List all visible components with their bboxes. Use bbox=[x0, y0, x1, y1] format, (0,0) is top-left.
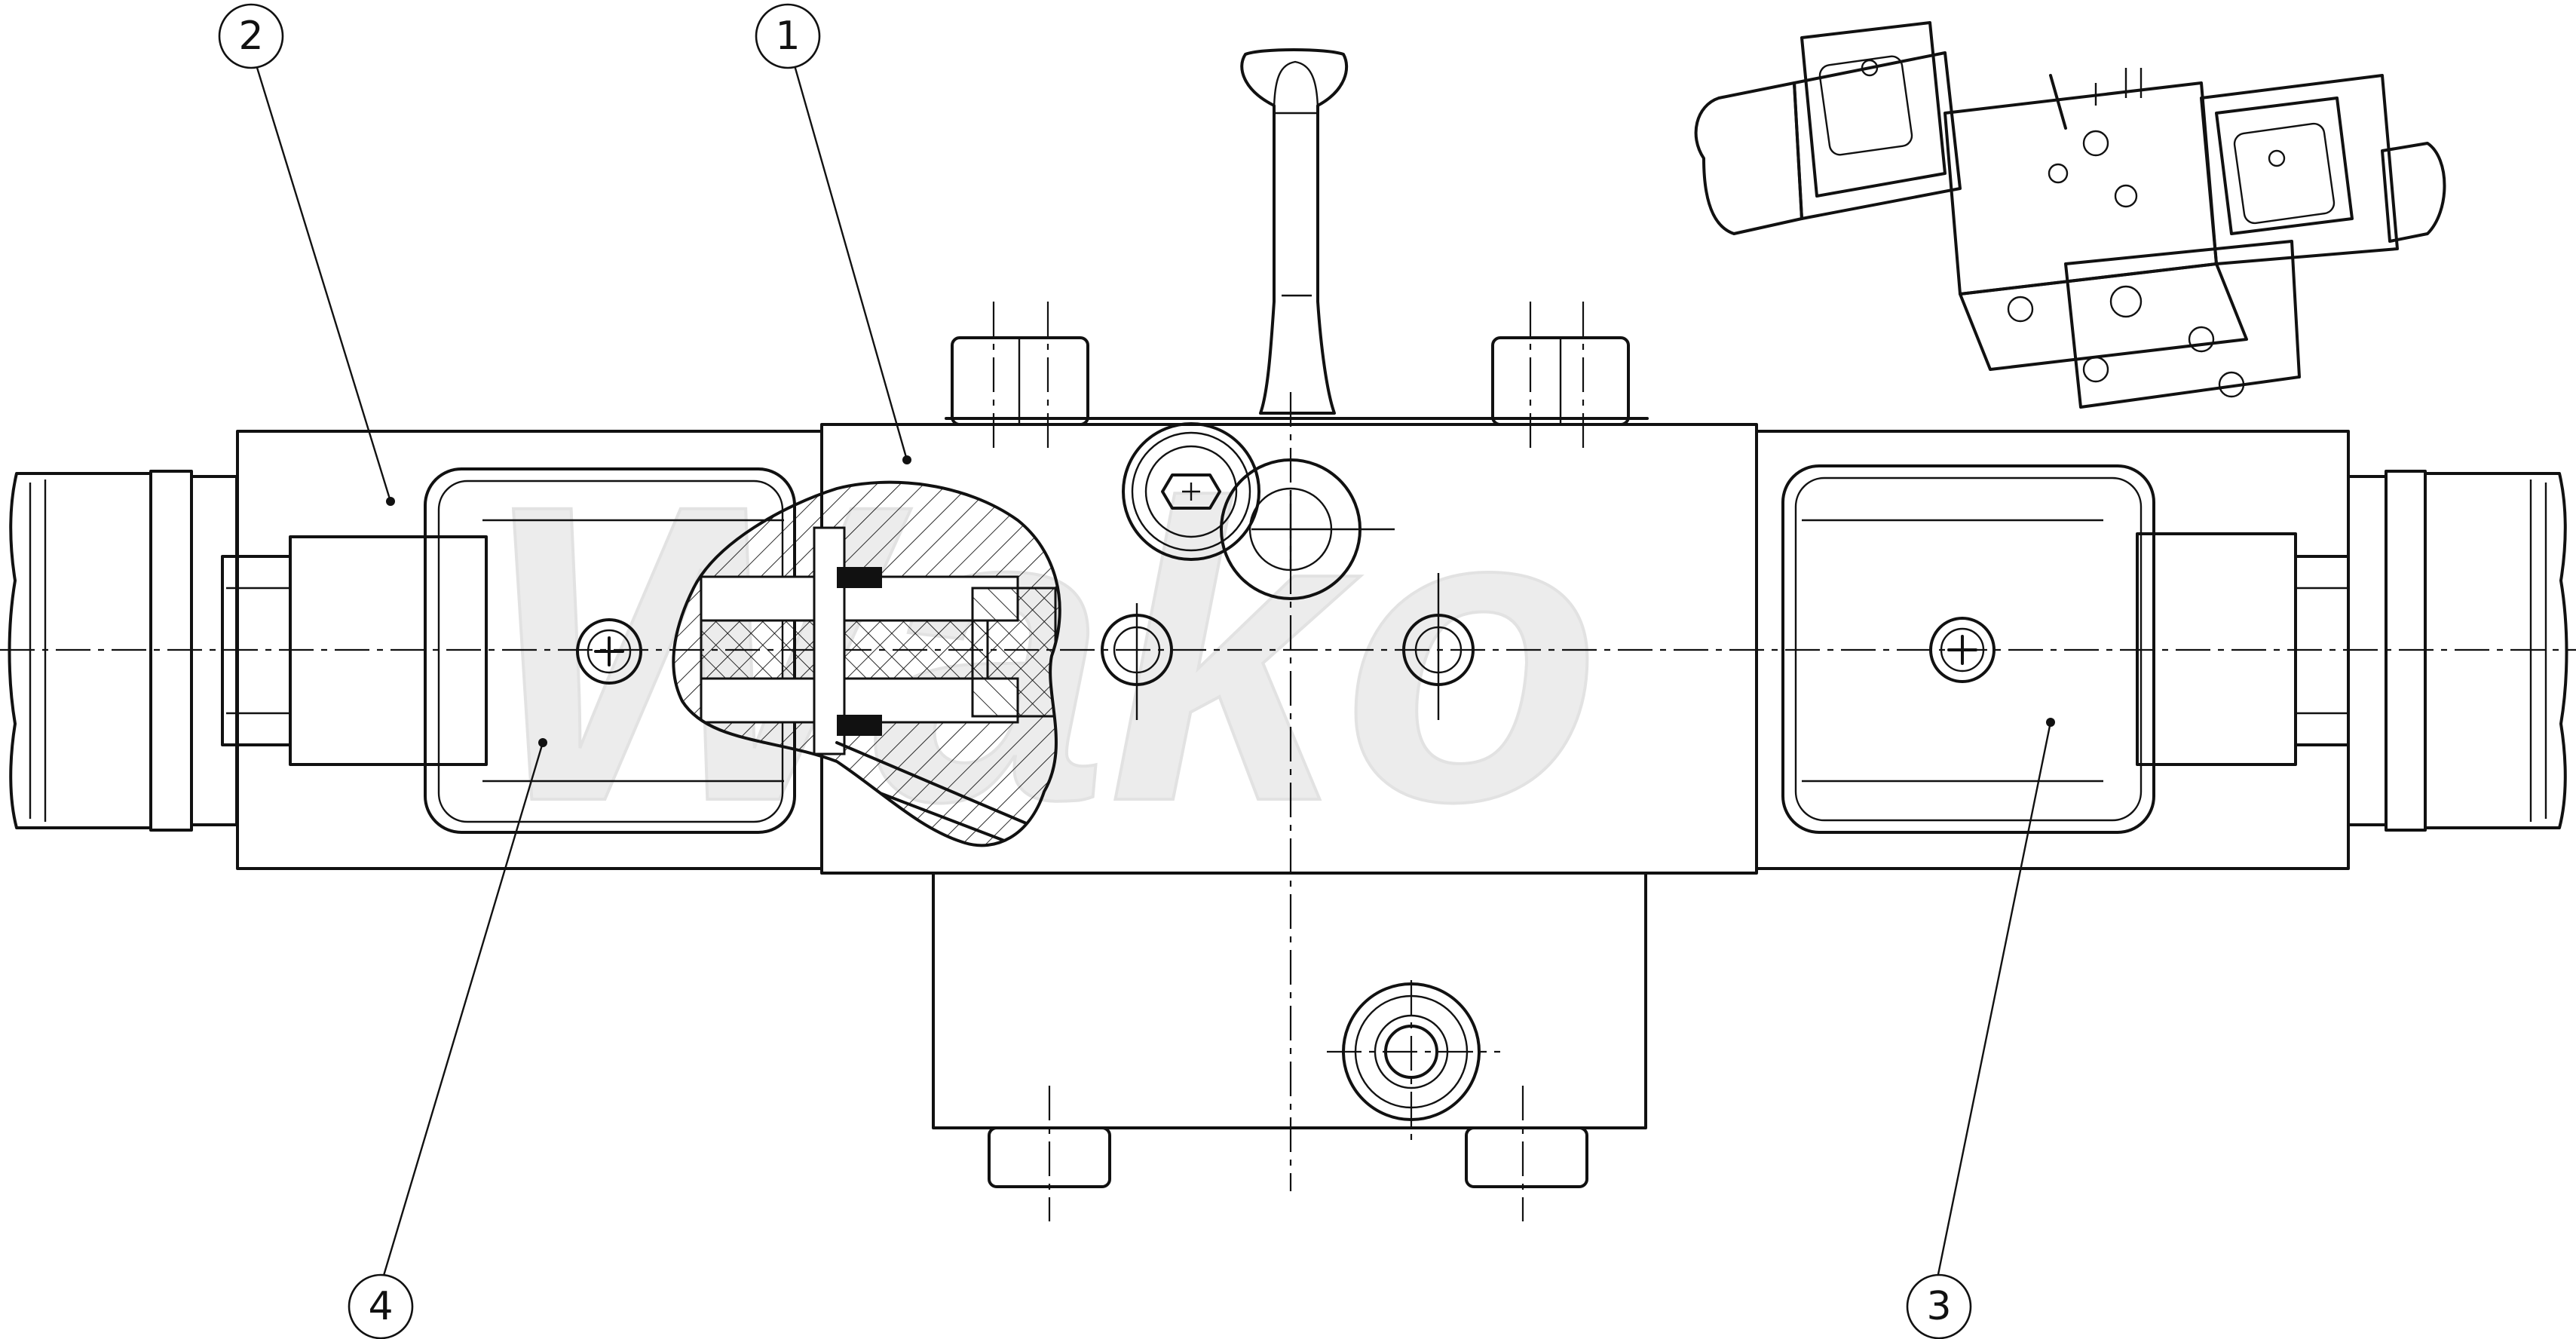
callout-4-label: 4 bbox=[368, 1284, 393, 1329]
callout-3: 3 bbox=[1906, 1273, 1972, 1339]
sub-plate bbox=[932, 872, 1647, 1221]
port-right bbox=[1402, 573, 1475, 720]
phillips-screw-icon bbox=[1929, 617, 1996, 683]
knurled-knob-icon bbox=[2424, 472, 2568, 829]
callout-3-label: 3 bbox=[1926, 1284, 1951, 1329]
leader-lines bbox=[253, 60, 2055, 1279]
hex-bolt-icon bbox=[1122, 422, 1260, 561]
callout-1: 1 bbox=[755, 3, 821, 69]
sub-plate-port bbox=[1327, 980, 1500, 1146]
phillips-screw-icon bbox=[576, 618, 642, 685]
isometric-view bbox=[1694, 21, 2446, 409]
manual-override-lever-icon bbox=[1240, 48, 1349, 415]
right-knob bbox=[2294, 470, 2568, 832]
callout-1-label: 1 bbox=[775, 14, 800, 59]
knurled-knob-icon bbox=[8, 472, 152, 829]
callout-4: 4 bbox=[348, 1273, 414, 1339]
round-stud bbox=[1220, 458, 1395, 600]
port-left bbox=[1101, 603, 1173, 720]
callout-2: 2 bbox=[218, 3, 284, 69]
solenoid-left bbox=[236, 430, 823, 870]
callout-2-label: 2 bbox=[238, 14, 263, 59]
